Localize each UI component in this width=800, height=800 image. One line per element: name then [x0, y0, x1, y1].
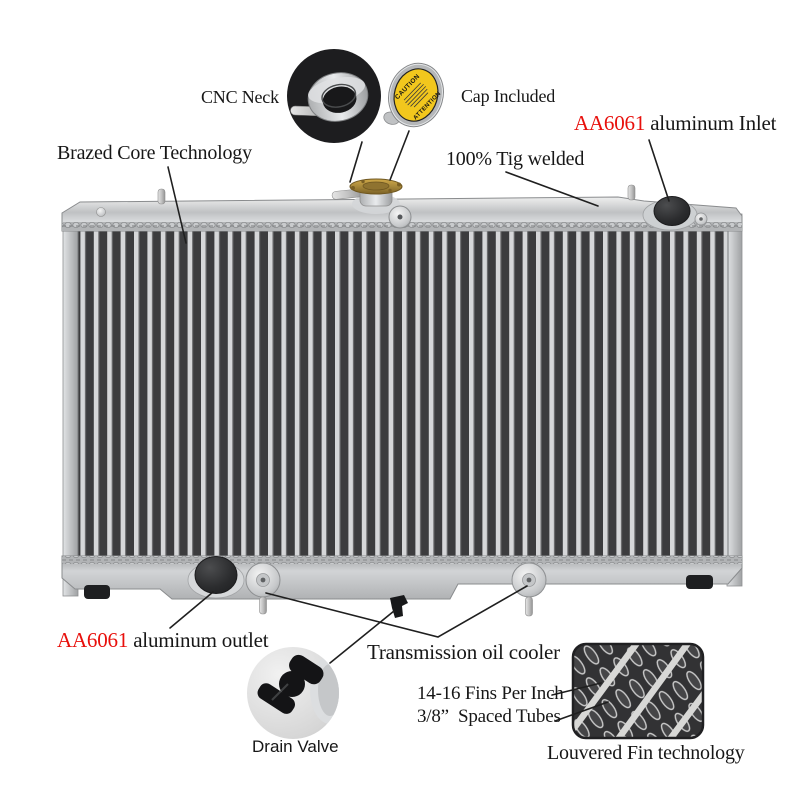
leader-inlet — [648, 139, 670, 202]
radiator-body — [61, 178, 743, 618]
label-outlet-rest: aluminum outlet — [128, 628, 269, 652]
label-inlet-alloy: AA6061 — [574, 111, 646, 135]
right-side-channel — [726, 213, 743, 587]
filler-neck — [331, 178, 403, 214]
top-rivet — [96, 207, 106, 217]
top-mount-pin-left — [157, 188, 166, 205]
label-aluminum-inlet: AA6061 aluminum Inlet — [574, 112, 776, 134]
label-cnc-neck: CNC Neck — [201, 87, 279, 107]
label-drain-valve: Drain Valve — [252, 737, 339, 756]
label-outlet-alloy: AA6061 — [57, 628, 129, 652]
leader-tig-welded — [505, 171, 599, 207]
top-mount-pin-right — [627, 184, 636, 201]
leader-tubes — [554, 701, 609, 722]
leader-cnc-neck — [349, 141, 363, 183]
radiator-core — [78, 231, 728, 556]
leader-fins — [551, 682, 602, 696]
label-inlet-rest: aluminum Inlet — [645, 111, 777, 135]
label-aluminum-outlet: AA6061 aluminum outlet — [57, 628, 269, 652]
cnc-neck-photo — [287, 49, 381, 143]
leader-cap — [389, 130, 410, 181]
leader-transmission — [265, 585, 528, 638]
louvered-fin-photo — [571, 642, 705, 740]
leader-drain-valve — [329, 610, 395, 664]
trans-cooler-fitting-right — [511, 562, 547, 617]
radiator-cap-photo: CAUTION ATTENTION — [383, 62, 444, 128]
outlet-port — [187, 556, 245, 599]
top-tank-port — [388, 205, 412, 229]
left-side-channel — [62, 213, 79, 597]
leader-outlet — [169, 591, 214, 629]
drain-valve-on-radiator — [390, 595, 408, 618]
label-transmission-cooler: Transmission oil cooler — [367, 640, 560, 664]
label-tig-welded: 100% Tig welded — [446, 148, 585, 170]
trans-cooler-fitting-left — [245, 562, 281, 615]
leader-brazed-core — [167, 166, 187, 244]
label-brazed-core: Brazed Core Technology — [57, 142, 252, 164]
label-fins-per-inch: 14-16 Fins Per Inch — [417, 683, 564, 704]
label-cap-included: Cap Included — [461, 86, 556, 106]
inlet-port — [642, 196, 708, 231]
drain-valve-photo — [247, 647, 339, 739]
leader-lines — [167, 130, 670, 722]
foot-left — [84, 585, 110, 599]
foot-right — [686, 575, 713, 589]
label-louvered-fin: Louvered Fin technology — [547, 742, 745, 764]
label-spaced-tubes: 3/8” Spaced Tubes — [417, 706, 561, 727]
